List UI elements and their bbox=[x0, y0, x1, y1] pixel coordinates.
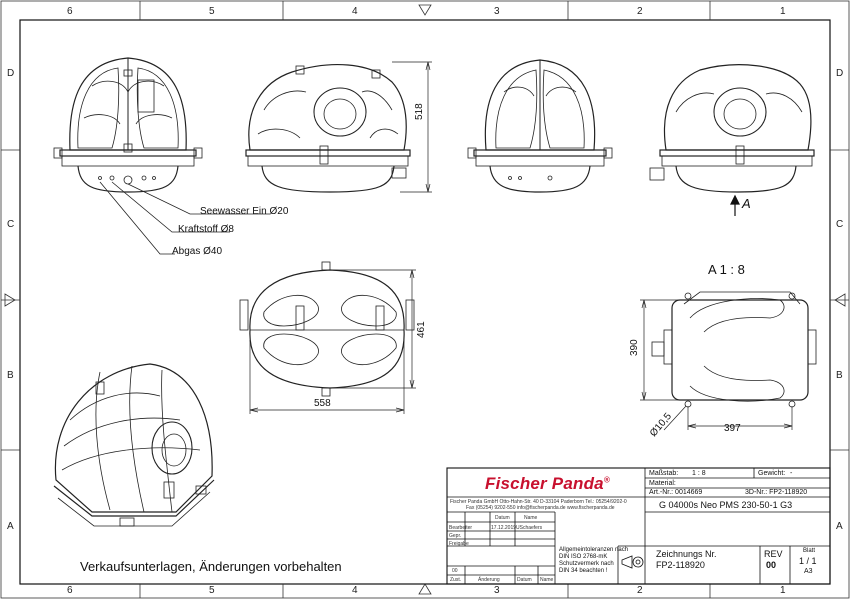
zone-row-d-right: D bbox=[836, 68, 844, 79]
sheet-value: 1 / 1 bbox=[799, 556, 817, 566]
checked-label: Gepr. bbox=[449, 533, 462, 539]
zone-col-5-top: 5 bbox=[209, 6, 215, 17]
approved-label: Freigabe bbox=[449, 541, 469, 547]
dim-height-518-line bbox=[392, 61, 432, 193]
zone-col-2-bottom: 2 bbox=[637, 585, 643, 596]
drawing-description: G 04000s Neo PMS 230-50-1 G3 bbox=[659, 500, 793, 510]
change-header: Änderung bbox=[478, 577, 500, 583]
zone-col-6-bottom: 6 bbox=[67, 585, 73, 596]
zone-col-4-bottom: 4 bbox=[352, 585, 358, 596]
dim-depth-461: 461 bbox=[416, 321, 427, 338]
status-header: Zust. bbox=[450, 577, 462, 583]
drawn-label: Bearbeiter bbox=[449, 525, 473, 531]
zone-col-1-bottom: 1 bbox=[780, 585, 786, 596]
drawing-number-label: Zeichnungs Nr. bbox=[656, 549, 717, 559]
title-block bbox=[446, 467, 831, 585]
dim-view-a-lines bbox=[640, 299, 793, 431]
view-arrow-a-label: A bbox=[742, 196, 751, 211]
zone-row-a-right: A bbox=[836, 521, 843, 532]
drawn-name: USchaefers bbox=[516, 525, 543, 531]
date-col-header: Datum bbox=[517, 577, 532, 583]
address-line-2: Fax (05254) 9202-550 info@fischerpanda.d… bbox=[466, 505, 615, 511]
protection-note-1: Schutzvermerk nach bbox=[559, 561, 614, 567]
front-view bbox=[53, 57, 203, 193]
zone-col-3-bottom: 3 bbox=[494, 585, 500, 596]
callout-leaders bbox=[99, 181, 270, 255]
tolerance-note-2: DIN ISO 2768-mK bbox=[559, 554, 608, 560]
company-logo: Fischer Panda® bbox=[485, 474, 610, 494]
callout-fuel: Kraftstoff Ø8 bbox=[178, 224, 234, 235]
dim-top-lines bbox=[249, 269, 416, 414]
zone-row-a-left: A bbox=[7, 521, 14, 532]
zone-col-4-top: 4 bbox=[352, 6, 358, 17]
isometric-view bbox=[53, 363, 215, 527]
zone-col-5-bottom: 5 bbox=[209, 585, 215, 596]
dim-width-558: 558 bbox=[314, 398, 331, 409]
zone-col-2-top: 2 bbox=[637, 6, 643, 17]
zone-col-1-top: 1 bbox=[780, 6, 786, 17]
detail-view-a bbox=[651, 291, 817, 408]
sales-notice: Verkaufsunterlagen, Änderungen vorbehalt… bbox=[80, 559, 342, 574]
drawing-number: FP2-118920 bbox=[656, 560, 705, 570]
rear-view bbox=[467, 59, 613, 193]
centering-marks bbox=[4, 4, 846, 595]
zone-col-3-top: 3 bbox=[494, 6, 500, 17]
name-header: Name bbox=[524, 515, 538, 521]
threed-number: 3D-Nr.: FP2-118920 bbox=[745, 489, 808, 496]
article-number: Art.-Nr.: 0014669 bbox=[649, 489, 703, 496]
dim-view-a-390: 390 bbox=[629, 339, 640, 356]
rev-label: REV bbox=[764, 549, 783, 559]
material-label: Material: bbox=[649, 480, 676, 487]
top-view bbox=[239, 261, 415, 397]
zone-row-c-right: C bbox=[836, 219, 844, 230]
zone-col-6-top: 6 bbox=[67, 6, 73, 17]
revision-row-value: 00 bbox=[452, 568, 458, 574]
registered-mark: ® bbox=[603, 475, 610, 485]
name-col-header: Name bbox=[540, 577, 554, 583]
brand-name: Fischer Panda bbox=[485, 474, 604, 493]
projection-symbol bbox=[621, 555, 644, 569]
protection-note-2: DIN 34 beachten ! bbox=[559, 568, 608, 574]
side-view bbox=[245, 64, 411, 193]
opposite-side-view bbox=[649, 64, 815, 193]
zone-row-d-left: D bbox=[7, 68, 15, 79]
tolerance-note-1: Allgemeintoleranzen nach bbox=[559, 547, 629, 553]
dim-height-518: 518 bbox=[414, 103, 425, 120]
address-line-1: Fischer Panda GmbH Otto-Hahn-Str. 40 D-3… bbox=[450, 499, 627, 505]
detail-view-a-label: A 1 : 8 bbox=[708, 262, 745, 277]
weight-value: - bbox=[790, 470, 793, 477]
zone-row-b-right: B bbox=[836, 370, 843, 381]
weight-label: Gewicht: bbox=[758, 470, 786, 477]
paper-format: A3 bbox=[804, 568, 813, 575]
view-a-arrow bbox=[730, 194, 740, 216]
rev-value: 00 bbox=[766, 560, 777, 570]
callout-exhaust: Abgas Ø40 bbox=[172, 246, 223, 257]
dim-view-a-397: 397 bbox=[724, 423, 741, 434]
callout-seawater: Seewasser Ein Ø20 bbox=[200, 206, 289, 217]
date-header: Datum bbox=[495, 515, 510, 521]
scale-label: Maßstab: bbox=[649, 470, 679, 477]
drawn-date: 17.12.2019 bbox=[491, 525, 517, 531]
zone-row-c-left: C bbox=[7, 219, 15, 230]
sheet-label: Blatt bbox=[803, 548, 816, 554]
scale-value: 1 : 8 bbox=[692, 470, 706, 477]
zone-row-b-left: B bbox=[7, 370, 14, 381]
